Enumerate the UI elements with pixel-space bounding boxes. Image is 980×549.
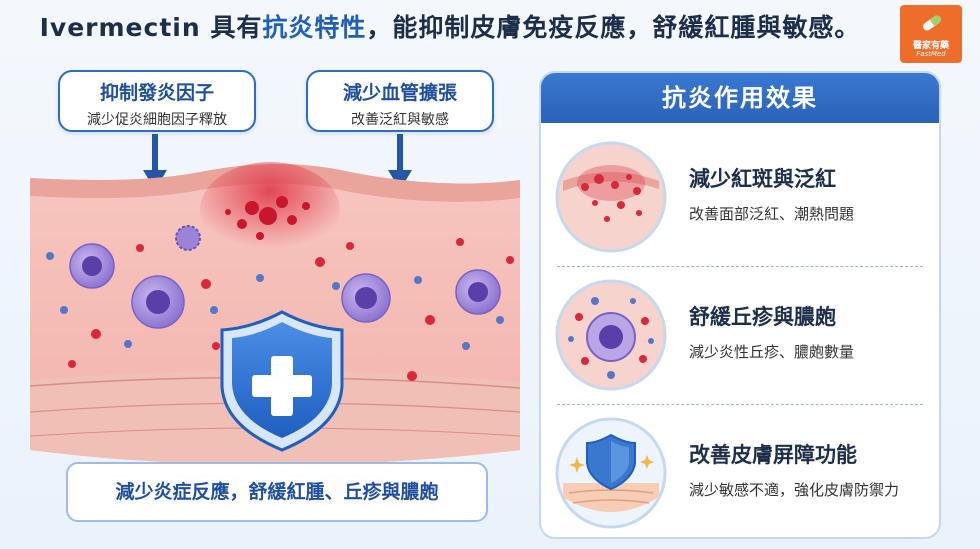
panel-title: 抗炎作用效果 <box>541 73 939 123</box>
effect-item-barrier: 改善皮膚屏障功能 減少敏感不適，強化皮膚防禦力 <box>541 409 939 537</box>
effect-item-redness: 減少紅斑與泛紅 改善面部泛紅、潮熱問題 <box>541 133 939 263</box>
logo-text: 醫家有藥 <box>912 41 949 51</box>
shield-skin-icon <box>555 417 667 529</box>
callout-heading: 抑制發炎因子 <box>99 82 214 104</box>
divider <box>557 266 923 267</box>
effect-heading: 改善皮膚屏障功能 <box>689 443 857 467</box>
effect-subtext: 減少炎性丘疹、膿皰數量 <box>689 343 855 361</box>
effect-subtext: 改善面部泛紅、潮熱問題 <box>689 205 855 223</box>
logo-subtext: FastMed <box>916 50 946 58</box>
callout-heading: 減少血管擴張 <box>342 82 457 104</box>
page-title: Ivermectin 具有抗炎特性，能抑制皮膚免疫反應，舒緩紅腫與敏感。 <box>0 8 900 44</box>
title-text-end: ，能抑制皮膚免疫反應，舒緩紅腫與敏感。 <box>366 13 861 42</box>
bottom-summary-banner: 減少炎症反應，舒緩紅腫、丘疹與膿皰 <box>66 462 488 522</box>
pill-icon <box>923 15 941 31</box>
callout-reduce-vasodilation: 減少血管擴張 改善泛紅與敏感 <box>306 70 494 132</box>
callout-inhibit-factors: 抑制發炎因子 減少促炎細胞因子釋放 <box>58 70 256 132</box>
callout-subtext: 改善泛紅與敏感 <box>351 112 449 128</box>
effect-heading: 減少紅斑與泛紅 <box>689 167 836 191</box>
skin-cross-section <box>29 162 521 465</box>
effect-subtext: 減少敏感不適，強化皮膚防禦力 <box>689 481 900 499</box>
divider <box>557 404 923 405</box>
immune-cells <box>69 225 501 329</box>
title-text: Ivermectin 具有 <box>39 13 263 42</box>
callout-subtext: 減少促炎細胞因子釋放 <box>87 112 227 128</box>
title-highlight: 抗炎特性 <box>262 13 367 42</box>
effect-item-papules: 舒緩丘疹與膿皰 減少炎性丘疹、膿皰數量 <box>541 271 939 401</box>
effect-heading: 舒緩丘疹與膿皰 <box>689 305 836 329</box>
immune-cell-icon <box>555 279 667 391</box>
effects-panel: 抗炎作用效果 減少紅斑與泛紅 改善面部泛紅、潮熱問題 舒緩丘疹與膿皰 減少炎性丘… <box>539 71 941 539</box>
fastmed-logo: 醫家有藥 FastMed <box>900 5 962 63</box>
redness-skin-icon <box>555 141 667 253</box>
shield-icon <box>220 310 344 452</box>
